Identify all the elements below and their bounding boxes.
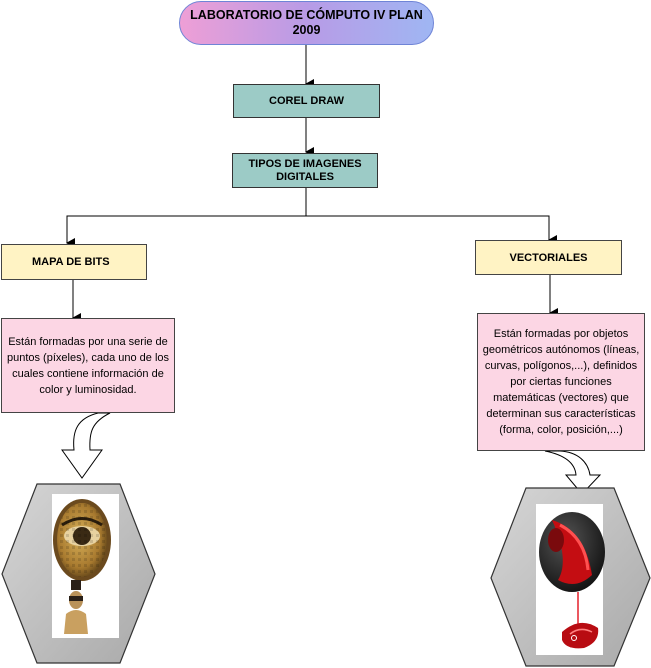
bitmap-description: Están formadas por una serie de puntos (… — [1, 318, 175, 413]
arrow-to-mapa-de-bits — [66, 188, 307, 248]
corel-draw-box: COREL DRAW — [233, 84, 380, 118]
curved-arrow-right — [544, 450, 602, 495]
vector-description: Están formadas por objetos geométricos a… — [477, 313, 645, 451]
arrow-to-vectoriales — [306, 215, 557, 245]
curved-arrow-left — [61, 412, 111, 479]
vectoriales-box: VECTORIALES — [475, 240, 622, 275]
vector-image — [536, 504, 605, 655]
page-title: LABORATORIO DE CÓMPUTO IV PLAN 2009 — [179, 1, 434, 45]
bitmap-image — [52, 494, 119, 638]
mapa-de-bits-box: MAPA DE BITS — [1, 244, 147, 280]
tipos-imagenes-box: TIPOS DE IMAGENES DIGITALES — [232, 153, 378, 188]
